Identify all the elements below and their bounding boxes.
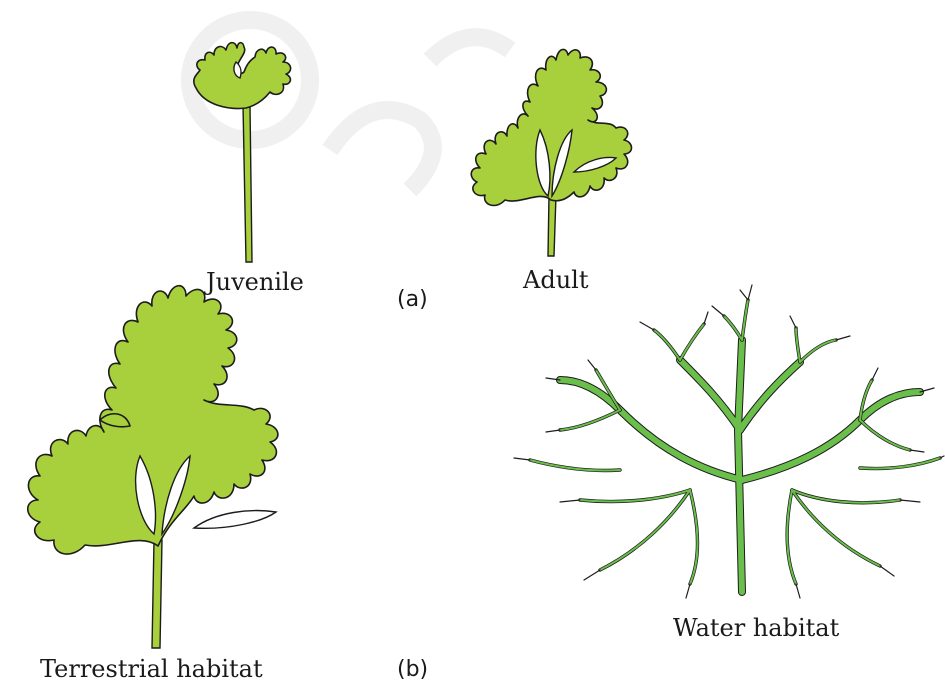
water-leaf — [514, 285, 944, 598]
part-a-label: (a) — [397, 287, 428, 312]
terrestrial-label: Terrestrial habitat — [40, 655, 263, 683]
juvenile-leaf — [194, 43, 291, 262]
juvenile-label: Juvenile — [206, 268, 304, 296]
terrestrial-leaf — [28, 286, 278, 648]
water-label: Water habitat — [673, 614, 839, 642]
part-b-label: (b) — [397, 657, 428, 682]
adult-label: Adult — [523, 266, 588, 294]
adult-leaf — [471, 49, 631, 256]
